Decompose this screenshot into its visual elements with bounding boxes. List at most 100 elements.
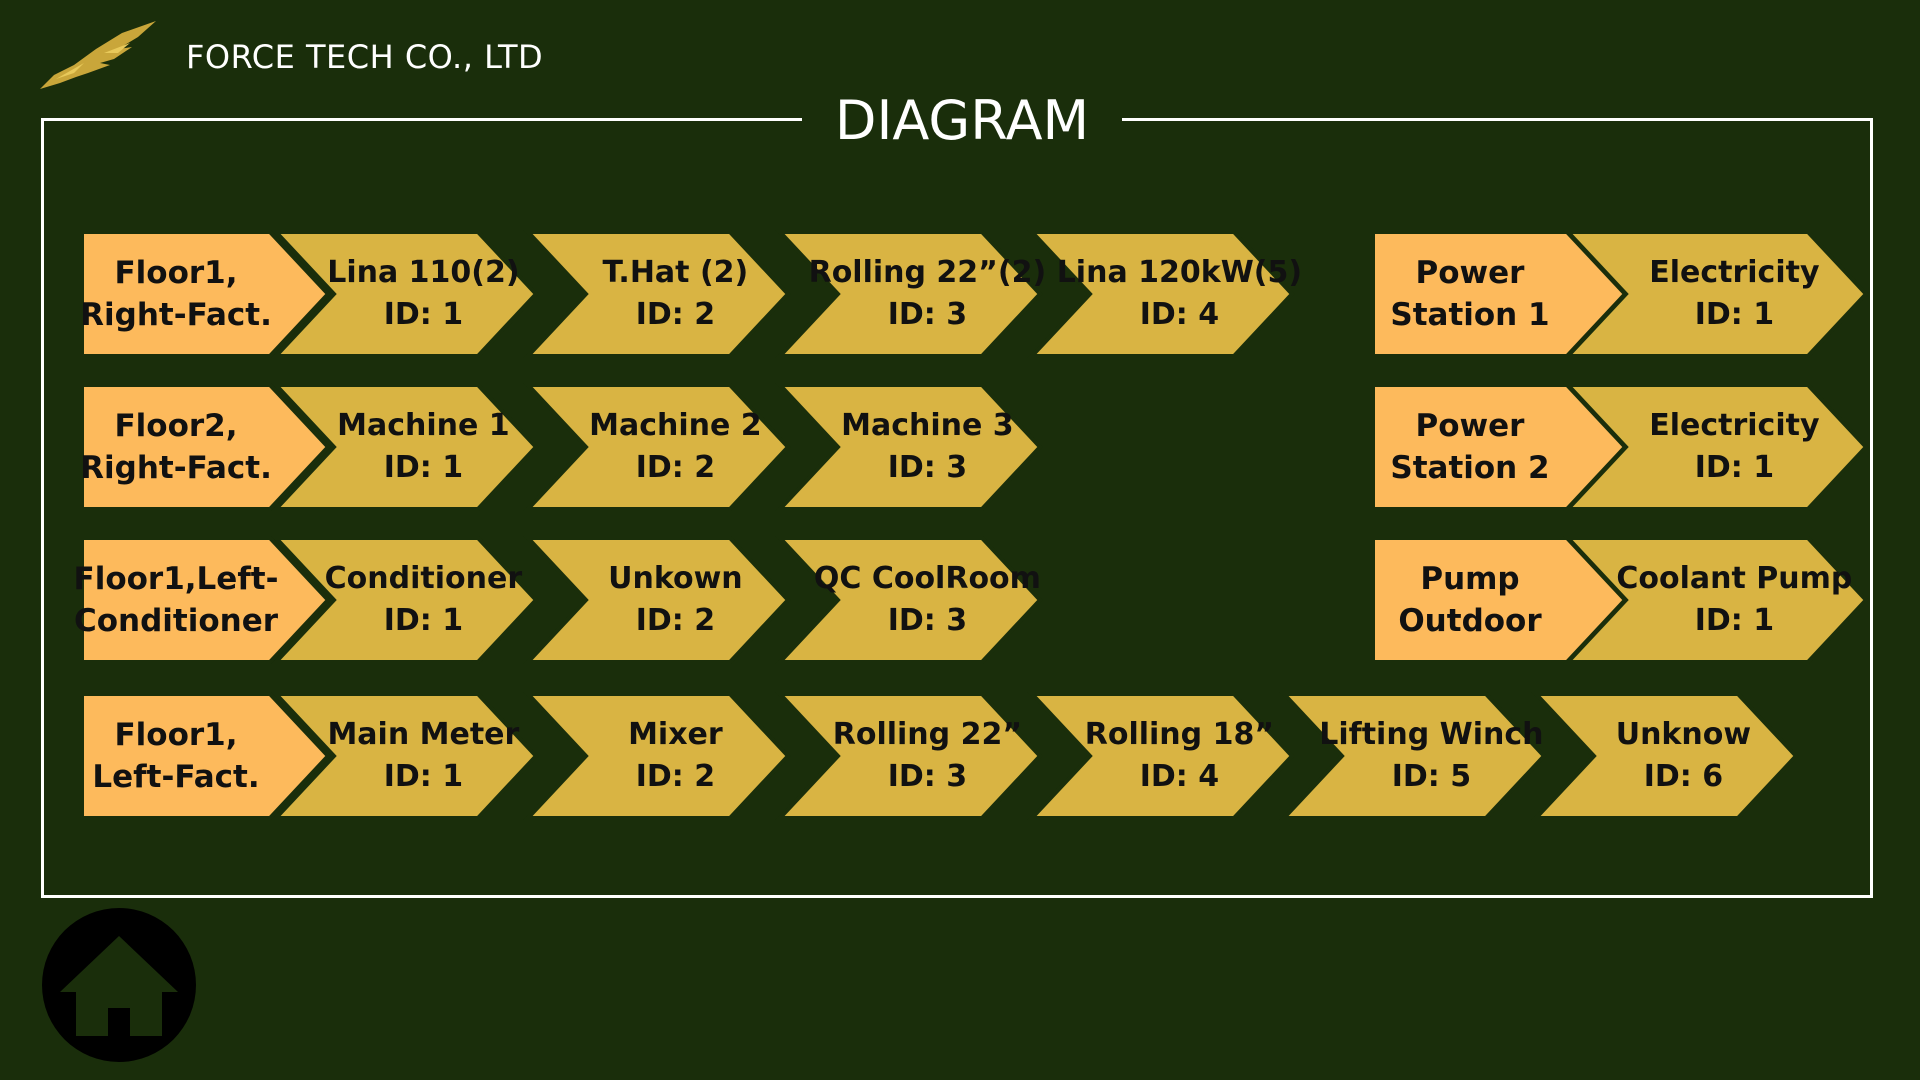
diagram-title: DIAGRAM <box>802 86 1122 156</box>
row-2-item-1[interactable]: Machine 1 ID: 1 <box>271 383 539 511</box>
row-1-item-3[interactable]: Rolling 22”(2)ID: 3 <box>775 230 1046 358</box>
home-button[interactable] <box>42 908 196 1062</box>
chevron-label: Floor1, <box>114 717 238 753</box>
chevron-id: ID: 2 <box>635 297 716 332</box>
chevron-label: Floor1, <box>114 255 238 291</box>
chevron-label: Unkown <box>608 561 743 596</box>
chevron-id: ID: 2 <box>635 759 716 794</box>
chevron-id: Conditioner <box>73 603 279 639</box>
chevron-label: Rolling 18” <box>1084 717 1275 752</box>
row-1-item-4[interactable]: Lina 120kW(5) ID: 4 <box>1027 230 1302 358</box>
row-3-item-1-shape <box>271 536 539 664</box>
chevron-label: Electricity <box>1649 408 1820 443</box>
row-3-item-2-shape <box>523 536 791 664</box>
chevron-id: Station 2 <box>1390 450 1550 486</box>
chevron-label: Electricity <box>1649 255 1820 290</box>
row-4-item-3-text: Rolling 22”ID: 3 <box>815 694 1040 818</box>
chevron-label: Machine 2 <box>589 408 762 443</box>
chevron-id: ID: 3 <box>887 603 968 638</box>
row-4-item-4[interactable]: Rolling 18” ID: 4 <box>1027 692 1295 820</box>
chevron-label: Lina 120kW(5) <box>1056 255 1303 290</box>
chevron-label: Machine 3 <box>841 408 1014 443</box>
row-1-item-2[interactable]: T.Hat (2) ID: 2 <box>523 230 791 358</box>
row-4-head-text: Floor1, Left-Fact. <box>82 694 270 818</box>
chevron-id: ID: 1 <box>1694 450 1775 485</box>
row-3-head[interactable]: Floor1,Left- Conditioner <box>74 536 331 664</box>
chevron-label: Floor1,Left- <box>73 561 279 597</box>
row-2-item-1-text: Machine 1 ID: 1 <box>311 385 536 509</box>
row-2-item-3[interactable]: Machine 3 ID: 3 <box>775 383 1043 511</box>
row-1-item-1[interactable]: Lina 110(2)ID: 1 <box>271 230 539 358</box>
chevron-label: T.Hat (2) <box>602 255 749 290</box>
company-name: FORCE TECH CO., LTD <box>186 38 544 76</box>
row-1-item-2-text: T.Hat (2) ID: 2 <box>563 232 788 356</box>
chevron-label: Main Meter <box>327 717 520 752</box>
chevron-id: ID: 1 <box>383 450 464 485</box>
row-4-item-4-shape <box>1027 692 1295 820</box>
row-4-item-5-shape <box>1279 692 1547 820</box>
chevron-id: ID: 3 <box>887 450 968 485</box>
chevron-id: ID: 1 <box>383 759 464 794</box>
row-2-head-shape <box>80 383 331 511</box>
chevron-id: ID: 3 <box>887 759 968 794</box>
row-1-head-shape <box>80 230 331 358</box>
row-4-item-4-text: Rolling 18” ID: 4 <box>1067 694 1292 818</box>
chevron-id: ID: 4 <box>1139 759 1220 794</box>
chevron-id: Left-Fact. <box>92 759 260 795</box>
chevron-id: ID: 1 <box>383 603 464 638</box>
row-3-head-text: Floor1,Left- Conditioner <box>74 538 279 662</box>
chevron-id: Outdoor <box>1398 603 1542 639</box>
chevron-label: Pump <box>1420 561 1520 597</box>
row-4-item-3[interactable]: Rolling 22”ID: 3 <box>775 692 1043 820</box>
row-2-item-3-text: Machine 3 ID: 3 <box>815 385 1040 509</box>
home-icon <box>60 936 178 1036</box>
chevron-id: ID: 6 <box>1643 759 1724 794</box>
row-4-head-shape <box>80 692 331 820</box>
chevron-id: Right-Fact. <box>80 297 272 333</box>
chevron-label: Mixer <box>628 717 723 752</box>
row-2-head-text: Floor2,Right-Fact. <box>80 385 272 509</box>
chevron-label: Conditioner <box>324 561 523 596</box>
row-1-head[interactable]: Floor1, Right-Fact. <box>80 230 331 358</box>
row-4-head[interactable]: Floor1, Left-Fact. <box>80 692 331 820</box>
chevron-id: ID: 1 <box>1694 297 1775 332</box>
chevron-label: Power <box>1415 255 1525 291</box>
chevron-label: Machine 1 <box>337 408 510 443</box>
row-4-item-2-shape <box>523 692 791 820</box>
chevron-label: Unknow <box>1615 717 1752 752</box>
row-1-item-2-shape <box>523 230 791 358</box>
chevron-id: ID: 4 <box>1139 297 1220 332</box>
row-1-item-1-shape <box>271 230 539 358</box>
chevron-label: Lina 110(2) <box>327 255 520 290</box>
row-2-item-2-shape <box>523 383 791 511</box>
row-2-head[interactable]: Floor2,Right-Fact. <box>80 383 331 511</box>
chevron-id: ID: 5 <box>1391 759 1472 794</box>
chevron-label: Lifting Winch <box>1319 717 1544 752</box>
row-1-item-1-text: Lina 110(2)ID: 1 <box>311 232 536 356</box>
